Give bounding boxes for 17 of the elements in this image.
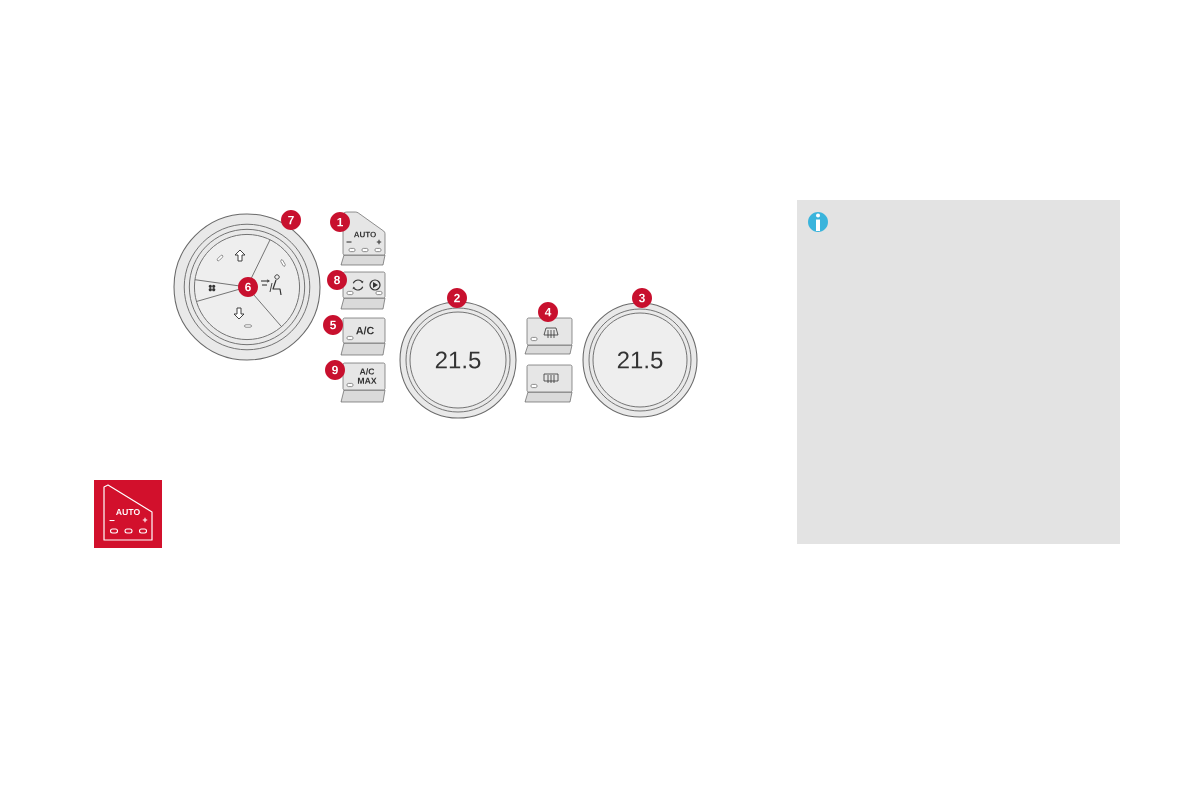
rotary-knob [173, 213, 321, 361]
callout-number: 7 [281, 210, 301, 230]
callout-number: 8 [327, 270, 347, 290]
callout-number: 2 [447, 288, 467, 308]
callout-number: 1 [330, 212, 350, 232]
callout-number: 9 [325, 360, 345, 380]
callout-number: 5 [323, 315, 343, 335]
recirculation-button [340, 271, 386, 310]
ac-button: A/C [340, 317, 386, 356]
auto-symbol-tile: AUTO [94, 480, 162, 548]
callout-number: 4 [538, 302, 558, 322]
windscreen-defrost-button [524, 317, 573, 355]
callout-number: 3 [632, 288, 652, 308]
temperature-display: 21.5 [582, 302, 698, 418]
ac-max-button: A/C MAX [340, 362, 386, 403]
callout-number: 6 [238, 277, 258, 297]
rear-defrost-button [524, 364, 573, 403]
